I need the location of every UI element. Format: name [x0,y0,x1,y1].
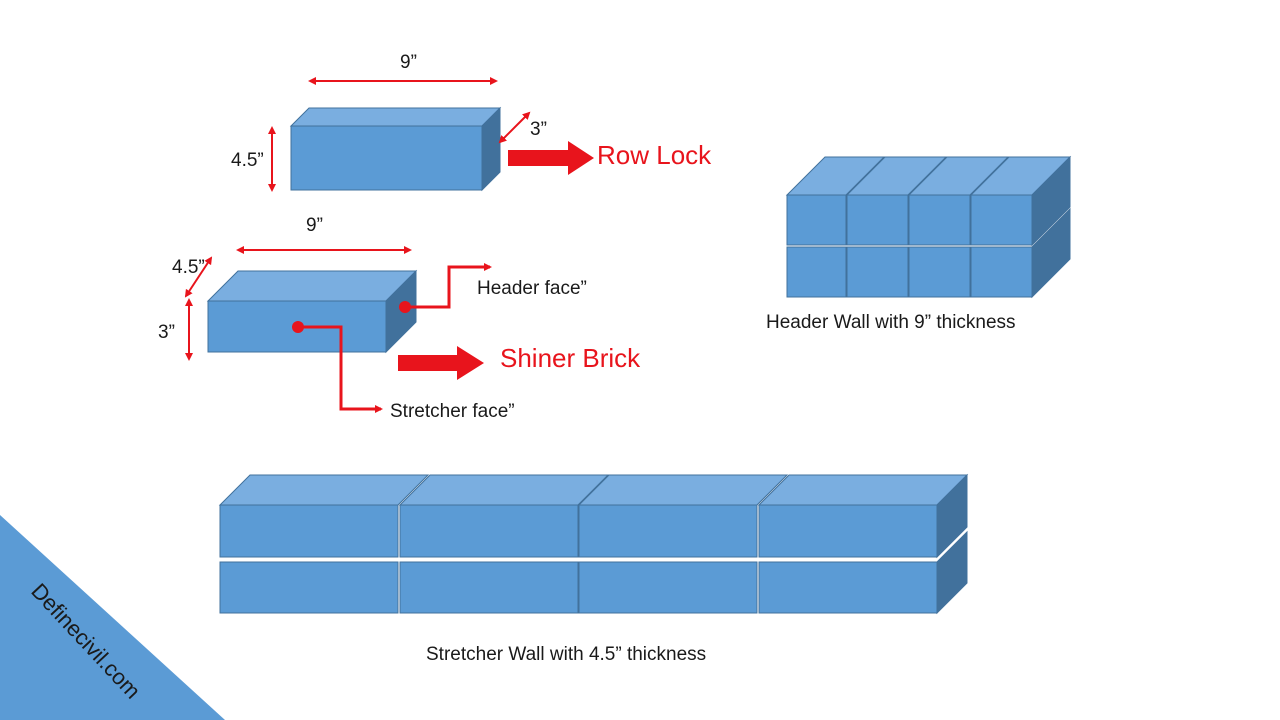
stretcher-wall-brick [399,561,579,614]
stretcher-wall-brick [398,474,610,558]
header-wall-bricks [785,155,1072,299]
shiner-name: Shiner Brick [500,343,641,373]
brick-front-face [970,194,1033,246]
brick-top-face [398,474,610,506]
shiner-depth-label: 4.5” [172,257,205,278]
corner-brand: Definecivil.com [0,515,225,720]
brick-front-face [219,561,399,614]
brick-front-face [846,246,909,298]
stretcher-face-label: Stretcher face” [390,401,515,422]
brick-front-face [786,194,847,246]
stretcher-wall-brick [578,561,758,614]
brick-front-face [758,504,938,558]
header-face-label: Header face” [477,278,587,299]
stretcher-wall-bricks [218,473,969,615]
brick-front-face [908,194,971,246]
brick-front-face [399,561,579,614]
brick-front-face [786,246,847,298]
header-wall-brick [845,156,948,246]
stretcher-wall-brick [757,473,969,559]
row-lock-depth-arrow [498,111,531,144]
brick-top-face [757,474,969,506]
header-wall-brick [907,156,1010,246]
row-lock-length-label: 9” [400,52,417,73]
row-lock-name: Row Lock [597,140,712,170]
stretcher-wall-brick [219,561,399,614]
shiner-group: 9” 4.5” 3” Header face” Stretcher face” … [158,215,641,422]
header-wall-brick [786,246,847,298]
brick-front-face [219,504,399,558]
stretcher-wall-brick [218,474,430,558]
header-wall-brick [969,155,1072,247]
brick-front-face [578,504,758,558]
header-wall-brick [785,156,886,246]
brick-front-face [970,246,1033,298]
shiner-brick [206,269,418,354]
shiner-depth-arrow [184,256,213,298]
brick-front-face [758,561,938,614]
header-wall-caption: Header Wall with 9” thickness [766,312,1016,333]
header-wall: Header Wall with 9” thickness [766,155,1072,333]
brick-front-face [908,246,971,298]
stretcher-wall: Stretcher Wall with 4.5” thickness [218,473,969,665]
row-lock-brick [289,106,502,192]
shiner-length-label: 9” [306,215,323,236]
brick-front-face [578,561,758,614]
brick-front-face [290,125,483,191]
brick-top-face [577,474,789,506]
row-lock-depth-label: 3” [530,119,547,140]
header-wall-brick [970,207,1071,299]
header-face-leader [405,263,492,309]
row-lock-group: 9” 4.5” 3” Row Lock [231,52,712,192]
header-wall-brick [846,246,909,298]
corner-triangle [0,515,225,720]
stretcher-wall-caption: Stretcher Wall with 4.5” thickness [426,644,706,665]
brick-front-face [399,504,579,558]
row-lock-pointer-arrow [508,141,594,175]
brick-top-face [206,270,418,302]
row-lock-height-label: 4.5” [231,150,264,171]
stretcher-face-leader [298,325,383,413]
shiner-height-label: 3” [158,322,175,343]
stretcher-wall-brick [577,474,789,558]
header-wall-brick [908,246,971,298]
shiner-pointer-arrow [398,346,484,380]
brick-front-face [846,194,909,246]
brick-top-face [218,474,430,506]
stretcher-wall-brick [758,530,968,615]
brick-top-face [289,107,502,127]
